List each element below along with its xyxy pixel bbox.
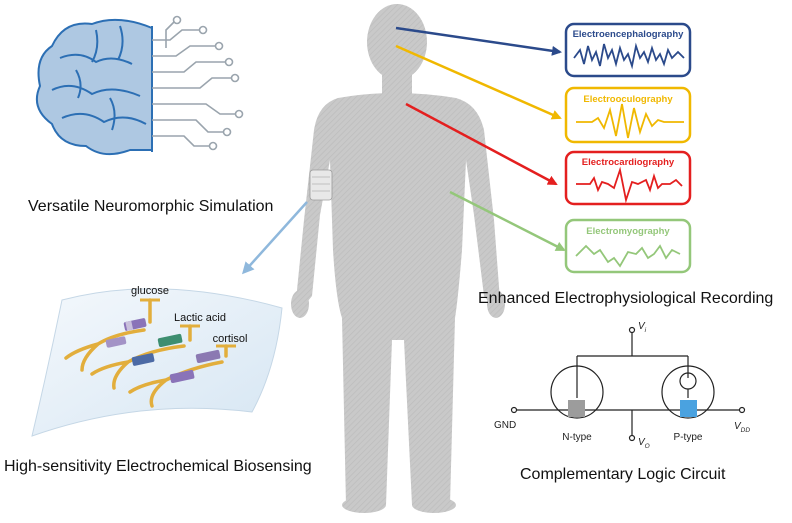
ecg-label: Electrocardiography — [582, 157, 675, 168]
human-body-silhouette — [291, 4, 505, 513]
biosensor-patch: glucose Lactic acid cortisol — [31, 285, 283, 437]
circuit-traces — [152, 21, 236, 147]
label-glucose: glucose — [131, 285, 169, 297]
arm-band-device — [309, 169, 333, 201]
eeg-label: Electroencephalography — [573, 29, 685, 40]
arrow-to-biosensor — [241, 201, 308, 275]
circuit-terminals — [510, 326, 746, 442]
eog-panel: Electrooculography — [564, 86, 692, 144]
vi-label: Vi — [638, 321, 647, 334]
emg-label: Electromyography — [586, 226, 670, 237]
eeg-panel: Electroencephalography — [564, 22, 692, 78]
arrow-eog — [395, 44, 562, 120]
arrow-eeg — [395, 26, 562, 56]
n-type-label: N-type — [562, 432, 592, 443]
arrow-emg — [449, 190, 566, 252]
sensor-chips — [105, 318, 221, 384]
caption-biosensing: High-sensitivity Electrochemical Biosens… — [4, 458, 312, 475]
ecg-panel: Electrocardiography — [564, 150, 692, 206]
n-type-channel — [568, 400, 585, 417]
caption-recording: Enhanced Electrophysiological Recording — [478, 290, 774, 307]
eog-label: Electrooculography — [583, 94, 673, 105]
caption-logic: Complementary Logic Circuit — [520, 466, 726, 483]
vdd-label: VDD — [734, 421, 750, 434]
p-type-channel — [680, 400, 697, 417]
emg-panel: Electromyography — [564, 218, 692, 274]
gnd-label: GND — [494, 420, 516, 431]
logic-circuit-diagram — [516, 332, 740, 436]
vo-label: VO — [638, 437, 650, 450]
arrow-ecg — [405, 102, 558, 186]
p-type-label: P-type — [674, 432, 703, 443]
brain-circuit-illustration — [36, 15, 244, 156]
label-cortisol: cortisol — [213, 333, 248, 345]
label-lactic-acid: Lactic acid — [174, 312, 226, 324]
caption-neuromorphic: Versatile Neuromorphic Simulation — [28, 198, 274, 215]
